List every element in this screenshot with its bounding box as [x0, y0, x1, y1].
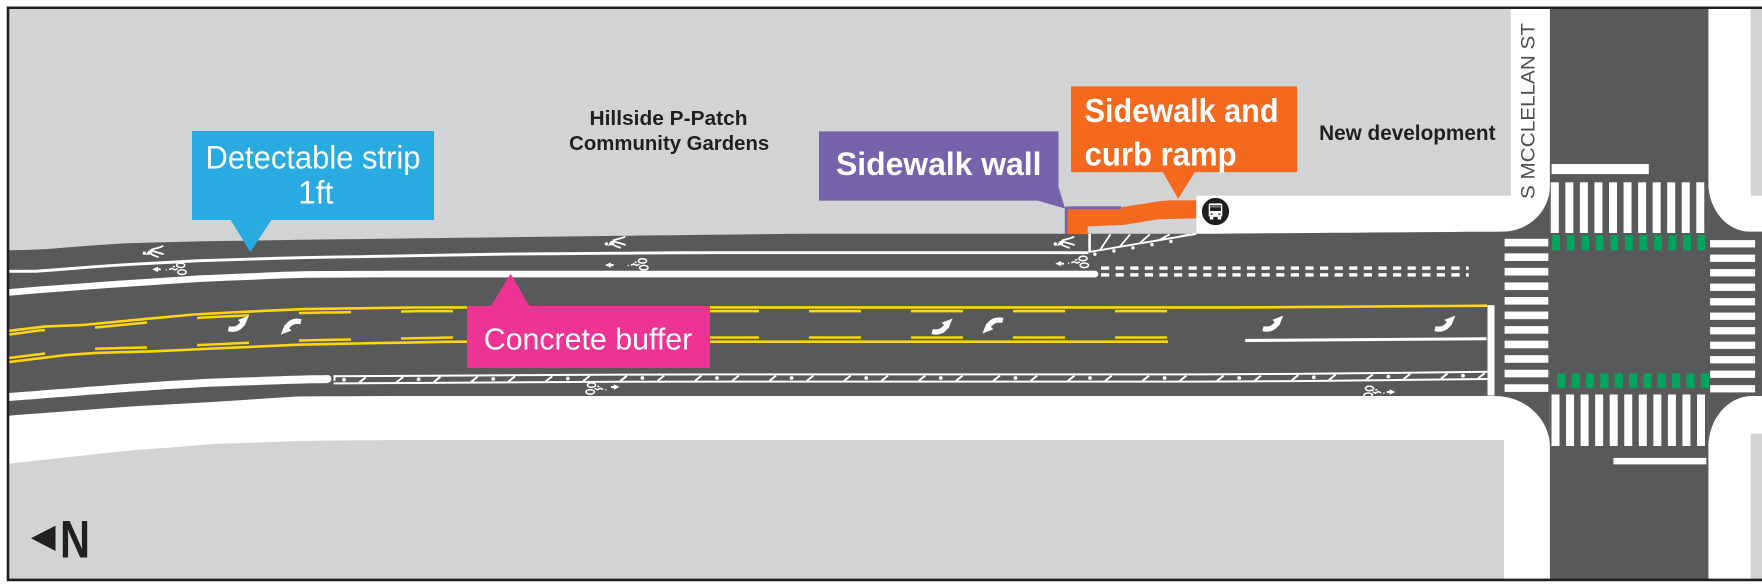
svg-text:Sidewalk and: Sidewalk and [1085, 93, 1279, 130]
svg-text:Detectable strip: Detectable strip [206, 140, 421, 176]
svg-text:Hillside P-Patch: Hillside P-Patch [590, 108, 748, 130]
svg-text:S MCCLELLAN ST: S MCCLELLAN ST [1519, 23, 1540, 199]
svg-text:N: N [60, 511, 90, 570]
svg-text:Sidewalk wall: Sidewalk wall [836, 145, 1042, 182]
svg-text:Concrete buffer: Concrete buffer [484, 322, 693, 357]
svg-text:Community Gardens: Community Gardens [569, 133, 769, 155]
svg-text:curb ramp: curb ramp [1085, 137, 1237, 174]
svg-text:New development: New development [1319, 120, 1495, 145]
svg-text:1ft: 1ft [298, 175, 333, 211]
